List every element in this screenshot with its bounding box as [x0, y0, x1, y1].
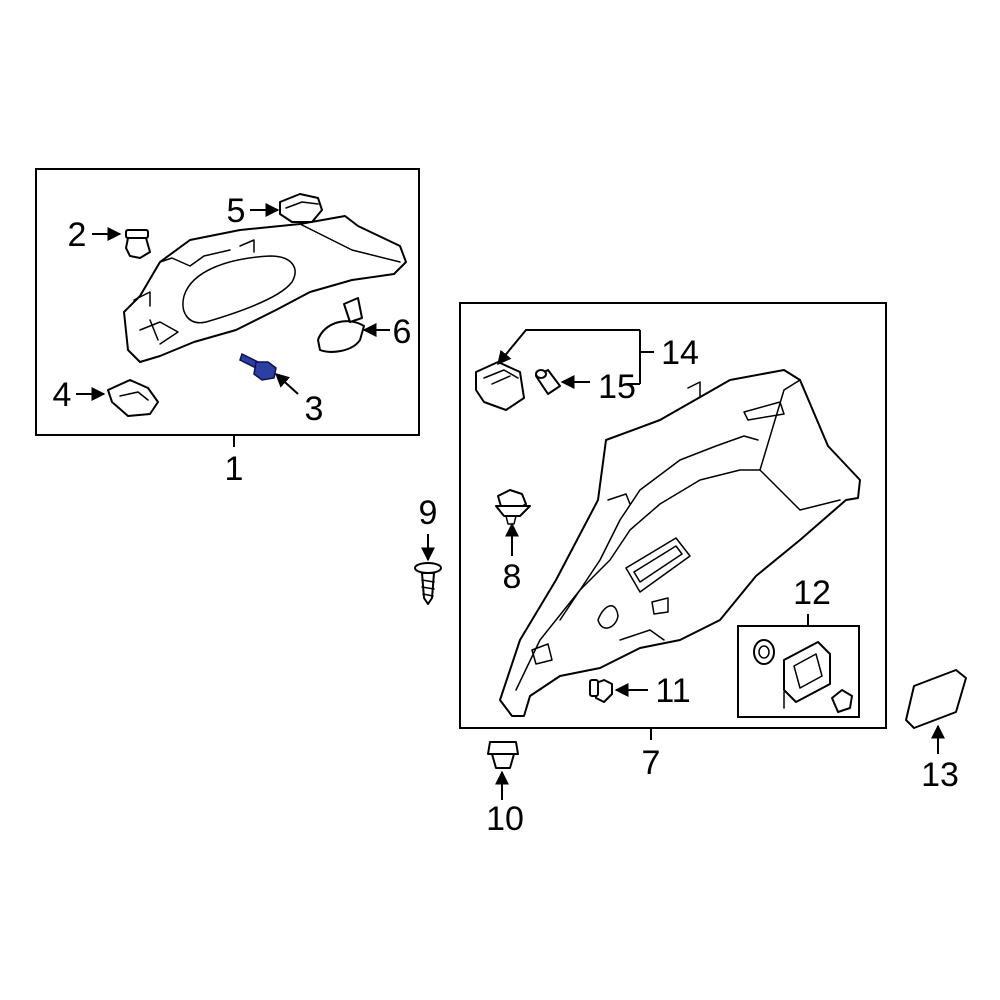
- callout-8: 8: [503, 558, 522, 596]
- callout-5: 5: [227, 192, 246, 230]
- grommet-10[interactable]: [487, 741, 519, 769]
- callout-14: 14: [661, 334, 699, 372]
- assembly-1-box: [35, 168, 420, 436]
- callout-7: 7: [642, 744, 661, 782]
- lamp-housing-14[interactable]: [475, 361, 525, 411]
- callout-15: 15: [598, 368, 636, 406]
- clip-2[interactable]: [125, 229, 151, 259]
- bulb-15[interactable]: [535, 369, 561, 395]
- callout-10: 10: [486, 800, 524, 838]
- cover-13[interactable]: [905, 669, 967, 729]
- callout-12: 12: [793, 574, 831, 612]
- callout-6: 6: [393, 313, 412, 351]
- bolt-3[interactable]: [239, 352, 277, 381]
- assembly-7-box: [459, 302, 887, 729]
- handle-12[interactable]: [783, 641, 831, 709]
- assembly-12-box: [737, 625, 860, 718]
- callout-1: 1: [225, 450, 244, 488]
- cap-5[interactable]: [279, 193, 323, 223]
- clip-11[interactable]: [589, 679, 613, 703]
- clip-12[interactable]: [831, 689, 853, 713]
- upper-trim-panel[interactable]: [123, 215, 407, 363]
- quarter-trim-panel[interactable]: [499, 369, 861, 717]
- callout-3: 3: [305, 390, 324, 428]
- callout-2: 2: [68, 216, 87, 254]
- callout-11: 11: [655, 672, 690, 710]
- arrow-14: [497, 329, 640, 366]
- screw-9[interactable]: [414, 562, 442, 605]
- clip-8[interactable]: [495, 489, 531, 525]
- clip-4[interactable]: [107, 379, 159, 417]
- callout-9: 9: [419, 494, 438, 532]
- cover-6[interactable]: [317, 297, 365, 353]
- callout-4: 4: [53, 376, 72, 414]
- ring-12[interactable]: [753, 639, 775, 665]
- callout-13: 13: [921, 756, 959, 794]
- arrow-3: [274, 373, 299, 395]
